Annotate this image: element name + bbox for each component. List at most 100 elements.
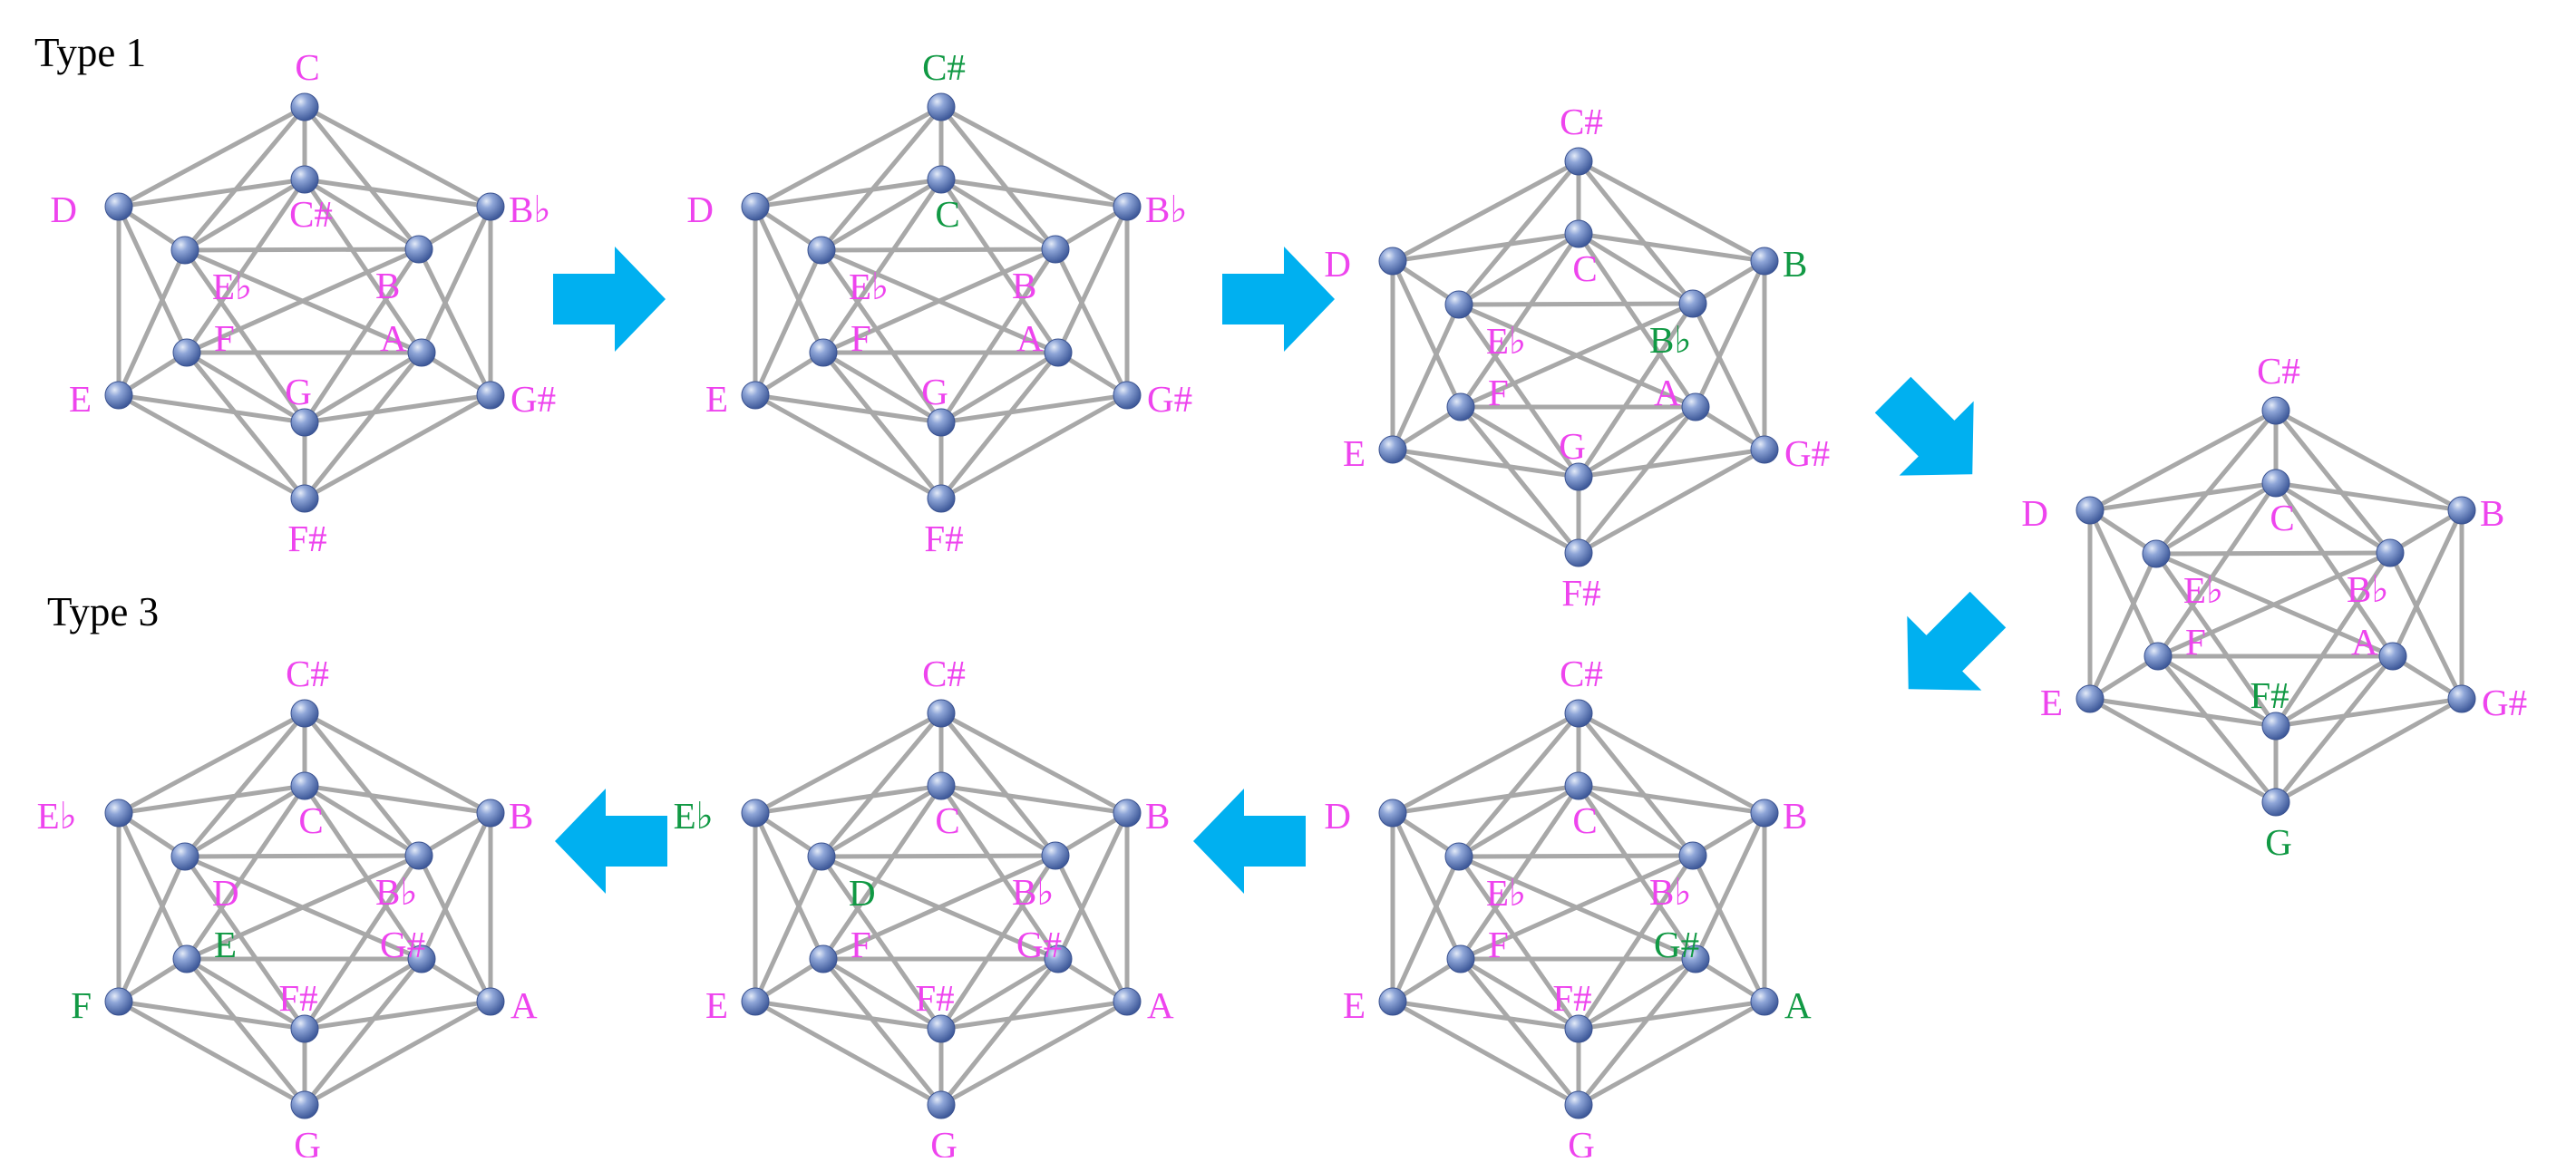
edge xyxy=(1576,956,1698,1031)
note-label-inner-upper-left: D xyxy=(212,872,239,914)
edge xyxy=(1576,999,1767,1031)
vertex-sphere-inner-lower-right xyxy=(1044,944,1073,973)
vertex-sphere-lower-right xyxy=(476,381,505,410)
edge xyxy=(1456,302,1581,479)
vertex-sphere-inner-top xyxy=(290,165,319,194)
vertex-sphere-inner-upper-left xyxy=(807,236,836,265)
arrow-4-to-5-arrow-icon xyxy=(1907,591,2007,691)
note-label-inner-lower-left: F xyxy=(2185,621,2206,663)
edge xyxy=(1390,783,1581,816)
vertex-sphere-inner-top xyxy=(927,165,956,194)
icosahedron-3-edges xyxy=(1390,159,1767,556)
edge xyxy=(1576,783,1696,858)
vertex-sphere-upper-right xyxy=(1113,192,1142,221)
edge xyxy=(182,247,422,253)
edge xyxy=(2153,480,2279,557)
vertex-sphere-inner-lower-right xyxy=(1681,944,1710,973)
vertex-sphere-inner-upper-right xyxy=(404,235,433,264)
note-label-bottom: G xyxy=(1568,1124,1595,1157)
edge xyxy=(1576,999,1767,1108)
edge xyxy=(2390,508,2464,659)
edge xyxy=(2155,654,2279,729)
vertex-sphere-lower-right xyxy=(1750,987,1779,1016)
note-label-upper-left: D xyxy=(50,189,77,230)
vertex-sphere-inner-upper-left xyxy=(807,842,836,871)
edge xyxy=(2155,654,2279,805)
edge xyxy=(1456,853,1696,859)
note-label-top: C# xyxy=(286,653,329,694)
vertex-sphere-upper-left xyxy=(104,799,133,828)
vertex-sphere-lower-left xyxy=(1378,435,1407,464)
note-label-lower-left: E xyxy=(705,378,728,420)
vertex-sphere-bottom xyxy=(1564,1090,1593,1119)
icosahedron-7-edges xyxy=(116,711,493,1108)
vertex-sphere-upper-left xyxy=(741,192,770,221)
note-label-inner-bottom: F# xyxy=(2250,674,2289,716)
edge xyxy=(184,956,307,1031)
vertex-sphere-top xyxy=(290,699,319,728)
edge xyxy=(753,711,944,816)
edge xyxy=(753,392,944,425)
edge xyxy=(1576,404,1698,479)
vertex-sphere-inner-bottom xyxy=(927,1014,956,1043)
edge xyxy=(938,956,1061,1108)
edge xyxy=(753,783,944,816)
edge xyxy=(821,956,944,1108)
edge xyxy=(819,783,944,859)
note-label-upper-right: B♭ xyxy=(509,189,551,230)
vertex-sphere-inner-upper-left xyxy=(1444,290,1473,319)
vertex-sphere-bottom xyxy=(2261,788,2290,817)
vertex-sphere-lower-right xyxy=(1113,381,1142,410)
edge xyxy=(1576,231,1696,306)
edge xyxy=(821,783,944,962)
note-label-upper-left: D xyxy=(686,189,714,230)
vertex-sphere-upper-right xyxy=(476,799,505,828)
edge xyxy=(2087,696,2279,729)
edge xyxy=(938,711,1130,816)
note-label-inner-bottom: F# xyxy=(915,977,954,1019)
vertex-sphere-top xyxy=(927,92,956,121)
edge xyxy=(1576,159,1696,306)
edge xyxy=(821,177,944,355)
edge xyxy=(819,853,1058,859)
edge xyxy=(116,104,307,209)
edge xyxy=(753,247,824,398)
vertex-sphere-upper-right xyxy=(1750,247,1779,276)
note-label-upper-right: B♭ xyxy=(1145,189,1188,230)
vertex-sphere-inner-upper-left xyxy=(1444,842,1473,871)
note-label-inner-lower-right: G# xyxy=(1654,924,1699,965)
edge xyxy=(1390,159,1581,264)
vertex-sphere-inner-top xyxy=(927,771,956,800)
edge xyxy=(2153,408,2279,557)
edge xyxy=(302,999,493,1108)
edge xyxy=(1576,231,1698,410)
vertex-sphere-upper-right xyxy=(2447,496,2476,525)
arrow-3-to-4-arrow-icon xyxy=(1874,376,1974,476)
edge xyxy=(182,853,422,859)
note-label-inner-upper-left: D xyxy=(849,872,876,914)
note-label-top: C# xyxy=(2257,350,2300,392)
note-label-top: C# xyxy=(1560,101,1603,142)
edge xyxy=(116,247,188,398)
edge xyxy=(938,392,1130,425)
note-label-inner-top: C xyxy=(298,799,323,841)
vertex-sphere-inner-bottom xyxy=(1564,462,1593,491)
edge xyxy=(1390,711,1581,816)
vertex-sphere-lower-left xyxy=(104,987,133,1016)
edge xyxy=(1576,447,1767,479)
edge xyxy=(938,104,1058,252)
vertex-sphere-upper-left xyxy=(1378,247,1407,276)
edge xyxy=(1390,302,1462,452)
edge xyxy=(1390,231,1581,264)
vertex-sphere-lower-left xyxy=(2075,684,2105,713)
edge xyxy=(184,177,307,355)
vertex-sphere-bottom xyxy=(927,484,956,513)
vertex-sphere-lower-right xyxy=(1750,435,1779,464)
edge xyxy=(1456,231,1581,307)
edge xyxy=(1456,301,1696,307)
edge xyxy=(1576,301,1696,479)
edge xyxy=(302,783,424,962)
note-label-upper-left: E♭ xyxy=(674,795,714,837)
edge xyxy=(302,956,424,1108)
vertex-sphere-lower-left xyxy=(741,381,770,410)
